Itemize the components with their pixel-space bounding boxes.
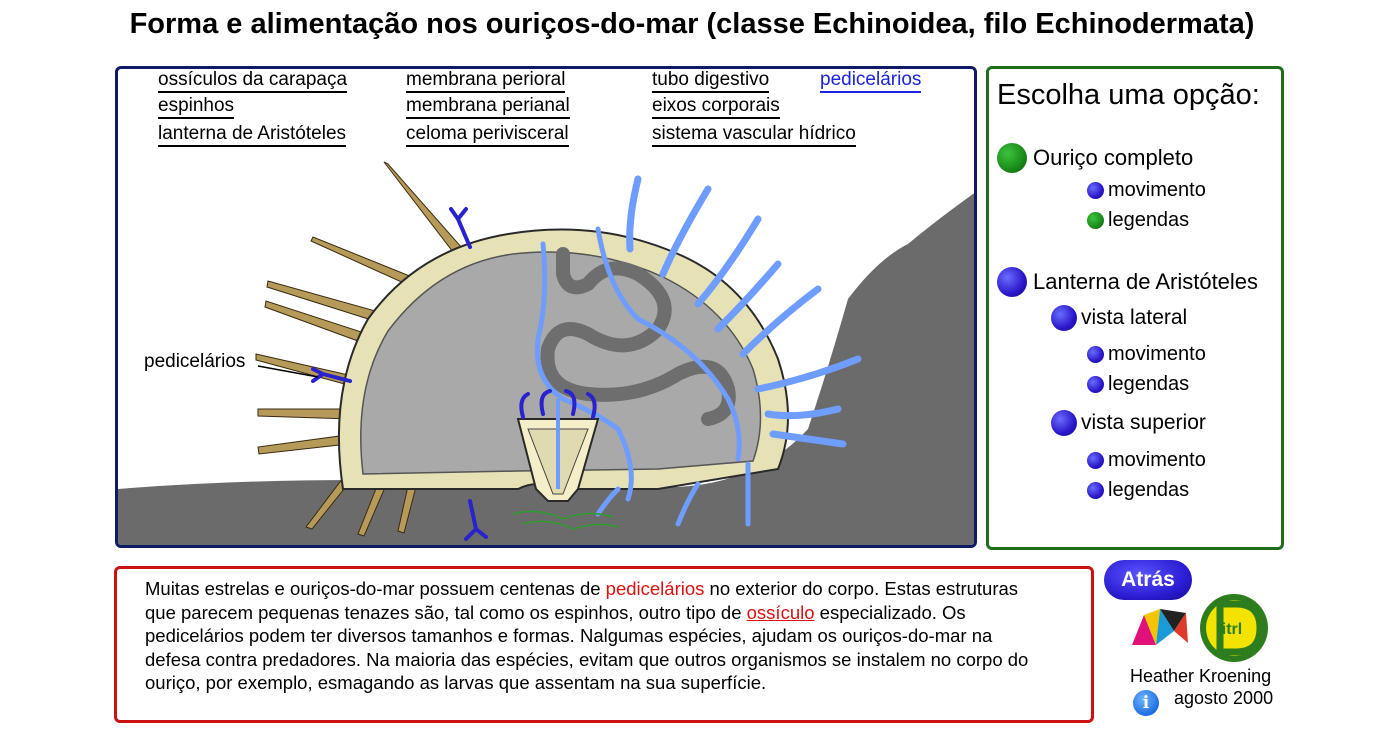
option-vista-lateral[interactable]: vista lateral xyxy=(1051,305,1187,331)
radio-dot-icon xyxy=(1087,376,1104,393)
radio-dot-icon xyxy=(997,143,1027,173)
pedicellariae xyxy=(311,207,488,541)
option-lateral-legendas[interactable]: legendas xyxy=(1087,373,1189,396)
keyword-pedicelarios[interactable]: pedicelários xyxy=(605,578,705,599)
label-eixos-corporais[interactable]: eixos corporais xyxy=(652,95,780,119)
author-name: Heather Kroening xyxy=(1130,666,1272,686)
back-button[interactable]: Atrás xyxy=(1104,560,1192,600)
label-tubo-digestivo[interactable]: tubo digestivo xyxy=(652,69,770,93)
logo-text: itrl xyxy=(1222,621,1242,638)
option-ourico-movimento[interactable]: movimento xyxy=(1087,179,1206,202)
option-superior-legendas[interactable]: legendas xyxy=(1087,479,1189,502)
sea-urchin-diagram xyxy=(118,161,974,545)
radio-dot-icon xyxy=(1087,452,1104,469)
radio-dot-icon xyxy=(1051,305,1077,331)
label-celoma-perivisceral[interactable]: celoma perivisceral xyxy=(406,123,569,147)
option-superior-movimento[interactable]: movimento xyxy=(1087,449,1206,472)
page-title: Forma e alimentação nos ouriços-do-mar (… xyxy=(129,8,1255,40)
callout-pedicelarios: pedicelários xyxy=(144,351,246,372)
options-title: Escolha uma opção: xyxy=(997,79,1260,111)
aristotle-lantern xyxy=(516,389,600,502)
options-panel: Escolha uma opção: Ouriço completo movim… xyxy=(986,66,1284,550)
radio-dot-icon xyxy=(997,267,1027,297)
radio-dot-icon xyxy=(1087,212,1104,229)
water-vascular-system xyxy=(534,175,862,527)
label-sistema-vascular-hidrico[interactable]: sistema vascular hídrico xyxy=(652,123,856,147)
label-espinhos[interactable]: espinhos xyxy=(158,95,235,119)
algae xyxy=(512,510,619,530)
option-ourico-legendas[interactable]: legendas xyxy=(1087,209,1189,232)
label-membrana-perianal[interactable]: membrana perianal xyxy=(406,95,570,119)
label-pedicelarios[interactable]: pedicelários xyxy=(820,69,922,93)
radio-dot-icon xyxy=(1087,346,1104,363)
pedicellaria-callout-line xyxy=(257,365,319,378)
radio-dot-icon xyxy=(1087,182,1104,199)
option-lanterna-aristoteles[interactable]: Lanterna de Aristóteles xyxy=(997,267,1258,297)
description-text: Muitas estrelas e ouriços-do-mar possuem… xyxy=(145,578,1029,693)
option-ourico-completo[interactable]: Ouriço completo xyxy=(997,143,1193,173)
itrl-logo-icon: itrl xyxy=(1200,594,1268,662)
radio-dot-icon xyxy=(1087,482,1104,499)
option-vista-superior[interactable]: vista superior xyxy=(1051,410,1206,436)
rock xyxy=(118,193,974,545)
label-ossiculos-carapaca[interactable]: ossículos da carapaça xyxy=(158,69,348,93)
label-membrana-perioral[interactable]: membrana perioral xyxy=(406,69,566,93)
option-lateral-movimento[interactable]: movimento xyxy=(1087,343,1206,366)
date-text: agosto 2000 xyxy=(1174,688,1274,708)
publisher-logo-icon xyxy=(1132,609,1188,645)
diagram-panel: ossículos da carapaça membrana perioral … xyxy=(115,66,977,548)
info-icon[interactable]: i xyxy=(1133,690,1159,716)
keyword-ossiculo[interactable]: ossículo xyxy=(746,601,815,623)
label-lanterna-aristoteles[interactable]: lanterna de Aristóteles xyxy=(158,123,347,147)
radio-dot-icon xyxy=(1051,410,1077,436)
description-panel: Muitas estrelas e ouriços-do-mar possuem… xyxy=(114,566,1094,723)
